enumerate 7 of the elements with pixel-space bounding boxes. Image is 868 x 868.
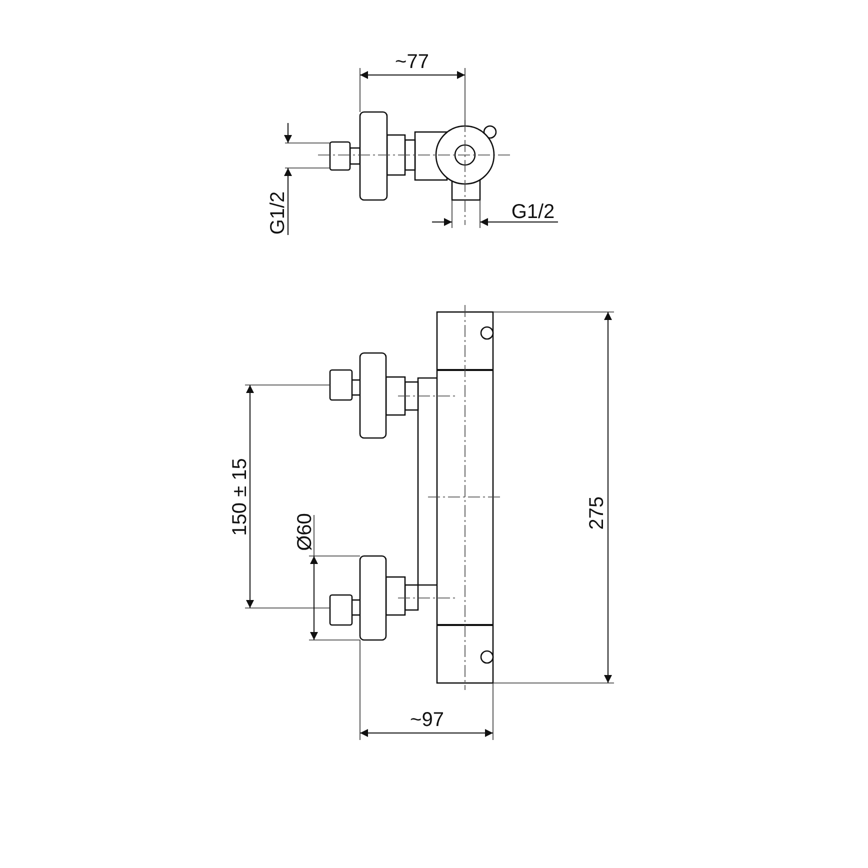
dimension-label: G1/2 bbox=[511, 202, 555, 222]
dimension-label: ~97 bbox=[410, 710, 444, 730]
dimension-label: ~77 bbox=[395, 52, 429, 72]
dimension-label: Ø60 bbox=[295, 513, 315, 551]
dimension-label: 150 ± 15 bbox=[230, 458, 250, 536]
dimension-label: G1/2 bbox=[268, 191, 288, 235]
dimension-label: 275 bbox=[587, 496, 607, 530]
